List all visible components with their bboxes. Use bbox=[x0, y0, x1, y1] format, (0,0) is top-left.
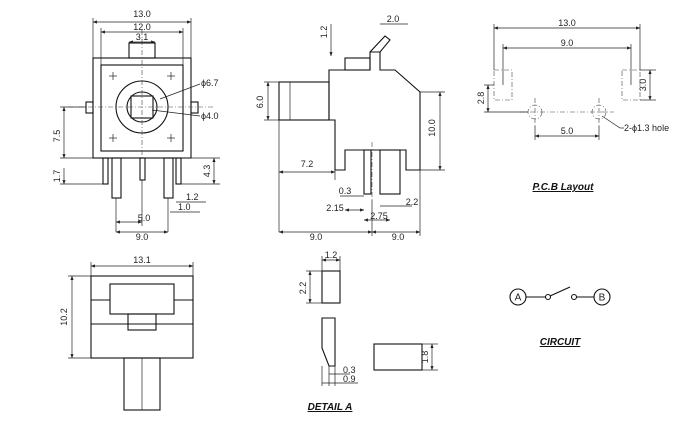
dim-0-3-side: 0.3 bbox=[339, 186, 352, 196]
detail-a: 1.2 2.2 0.3 0.9 1.8 DETAIL A bbox=[298, 250, 438, 413]
dim-phi-6-7: ϕ6.7 bbox=[201, 78, 219, 88]
dim-2-2-side: 2.2 bbox=[406, 197, 419, 207]
dim-1-2: 1.2 bbox=[186, 192, 199, 202]
bottom-top-block bbox=[109, 283, 175, 315]
dim-pcb-5-0: 5.0 bbox=[561, 126, 574, 136]
dim-1-0: 1.0 bbox=[178, 202, 191, 212]
dim-12-0: 12.0 bbox=[133, 22, 151, 32]
front-leads bbox=[102, 157, 182, 199]
circuit-diagram: A B CIRCUIT bbox=[509, 286, 611, 348]
bottom-view: 13.1 10.2 bbox=[59, 255, 194, 411]
front-corner-marks bbox=[109, 72, 175, 142]
front-right-flange bbox=[190, 101, 199, 114]
dim-9-0-side-right: 9.0 bbox=[392, 232, 405, 242]
caption-pcb-layout: P.C.B Layout bbox=[533, 182, 595, 193]
dim-pcb-13-0: 13.0 bbox=[558, 18, 576, 28]
dim-1-2-side: 1.2 bbox=[319, 26, 329, 39]
dim-pcb-9-0: 9.0 bbox=[561, 38, 574, 48]
detail-pin-bottom bbox=[321, 317, 336, 367]
side-shaft bbox=[278, 81, 330, 121]
terminal-a-label: A bbox=[515, 293, 522, 304]
pcb-pad-right bbox=[621, 69, 641, 101]
side-body bbox=[328, 51, 421, 171]
dim-10-2: 10.2 bbox=[59, 308, 69, 326]
pcb-layout: 13.0 9.0 2.8 3.0 5.0 2-ϕ1.3 hole P.C.B L… bbox=[476, 18, 669, 193]
dim-detail-2-2: 2.2 bbox=[298, 282, 308, 295]
switch-lever bbox=[549, 286, 571, 297]
caption-detail-a: DETAIL A bbox=[308, 402, 353, 413]
front-left-flange bbox=[85, 101, 94, 114]
detail-pin-top bbox=[321, 270, 341, 304]
dim-detail-1-8: 1.8 bbox=[420, 351, 430, 364]
front-view: 13.0 12.0 3.1 ϕ6.7 ϕ4.0 7.5 1.7 4.3 1.2 … bbox=[52, 9, 220, 242]
dim-7-5: 7.5 bbox=[52, 130, 62, 143]
dim-2-75: 2.75 bbox=[370, 211, 388, 221]
dim-6-0: 6.0 bbox=[255, 96, 265, 109]
dim-2-15: 2.15 bbox=[326, 203, 344, 213]
side-lead-right bbox=[379, 149, 401, 195]
terminal-b-circle bbox=[593, 288, 611, 306]
dim-pcb-hole: 2-ϕ1.3 hole bbox=[624, 123, 669, 133]
bottom-body bbox=[90, 275, 194, 359]
dim-7-2: 7.2 bbox=[301, 159, 314, 169]
side-lead-left bbox=[363, 149, 372, 195]
dim-13-0: 13.0 bbox=[133, 9, 151, 19]
dim-9-0-side-left: 9.0 bbox=[310, 232, 323, 242]
dim-5-0: 5.0 bbox=[138, 213, 151, 223]
bottom-center-block bbox=[127, 313, 157, 331]
dim-detail-0-3: 0.3 bbox=[343, 365, 356, 375]
dim-3-1: 3.1 bbox=[136, 32, 149, 42]
dim-phi-4-0: ϕ4.0 bbox=[201, 111, 219, 121]
dim-4-3: 4.3 bbox=[202, 165, 212, 178]
side-tab bbox=[369, 35, 391, 53]
dim-pcb-3-0: 3.0 bbox=[638, 79, 648, 92]
dim-pcb-2-8: 2.8 bbox=[476, 92, 486, 105]
detail-pin-section bbox=[373, 343, 423, 371]
dim-9-0: 9.0 bbox=[136, 232, 149, 242]
dim-detail-1-2: 1.2 bbox=[325, 250, 338, 260]
caption-circuit: CIRCUIT bbox=[540, 337, 581, 348]
dim-detail-0-9: 0.9 bbox=[343, 374, 356, 384]
switch-contact-left bbox=[544, 293, 552, 301]
side-top-block bbox=[344, 57, 371, 71]
dim-1-7: 1.7 bbox=[52, 170, 62, 183]
switch-contact-right bbox=[570, 293, 578, 301]
dim-10-0: 10.0 bbox=[427, 119, 437, 137]
dim-2-0: 2.0 bbox=[387, 14, 400, 24]
dim-13-1: 13.1 bbox=[133, 255, 151, 265]
side-view: 2.0 1.2 6.0 10.0 7.2 0.3 2.15 2.2 2.75 bbox=[255, 14, 445, 242]
terminal-b-label: B bbox=[599, 293, 606, 304]
